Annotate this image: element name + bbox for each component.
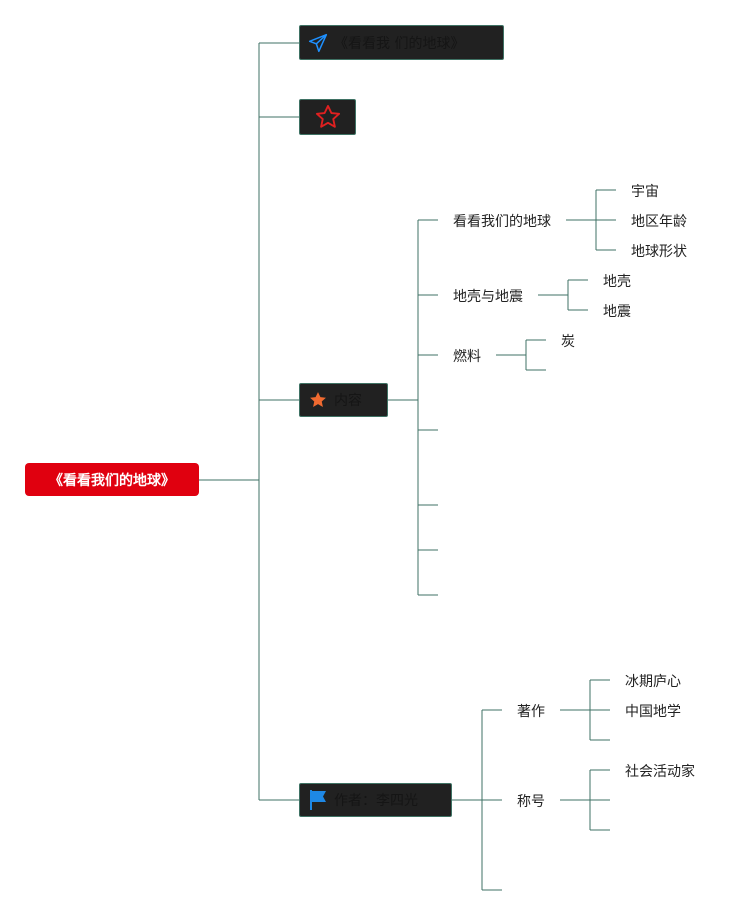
leaf-crust[interactable]: 地壳: [603, 274, 631, 290]
topic-titles[interactable]: 称号: [517, 794, 545, 810]
content-node[interactable]: 内容: [299, 383, 388, 417]
star-outline-icon: [314, 103, 342, 131]
root-node[interactable]: 《看看我们的地球》: [25, 463, 199, 496]
rating-node[interactable]: [299, 99, 356, 135]
topic-works[interactable]: 著作: [517, 704, 545, 720]
leaf-region-age[interactable]: 地区年龄: [631, 214, 687, 230]
author-label: 作者：李四光: [334, 793, 418, 809]
root-label: 《看看我们的地球》: [49, 472, 175, 489]
leaf-universe[interactable]: 宇宙: [631, 184, 659, 200]
topic-crust-earthquake[interactable]: 地壳与地震: [453, 289, 523, 305]
star-filled-icon: [308, 390, 328, 410]
leaf-earth-shape[interactable]: 地球形状: [631, 244, 687, 260]
leaf-work-2[interactable]: 中国地学: [625, 704, 681, 720]
leaf-charcoal[interactable]: 炭: [561, 334, 575, 350]
leaf-work-1[interactable]: 冰期庐心: [625, 674, 681, 690]
topic-fuel[interactable]: 燃料: [453, 349, 481, 365]
book-title-label: 《看看我 们的地球》: [334, 35, 465, 52]
author-node[interactable]: 作者：李四光: [299, 783, 452, 817]
content-label: 内容: [334, 393, 362, 409]
topic-earth[interactable]: 看看我们的地球: [453, 214, 551, 230]
book-title-node[interactable]: 《看看我 们的地球》: [299, 25, 504, 60]
leaf-title-1[interactable]: 社会活动家: [625, 764, 695, 780]
flag-icon: [308, 789, 328, 811]
paper-plane-icon: [308, 33, 328, 53]
leaf-earthquake[interactable]: 地震: [603, 304, 631, 320]
